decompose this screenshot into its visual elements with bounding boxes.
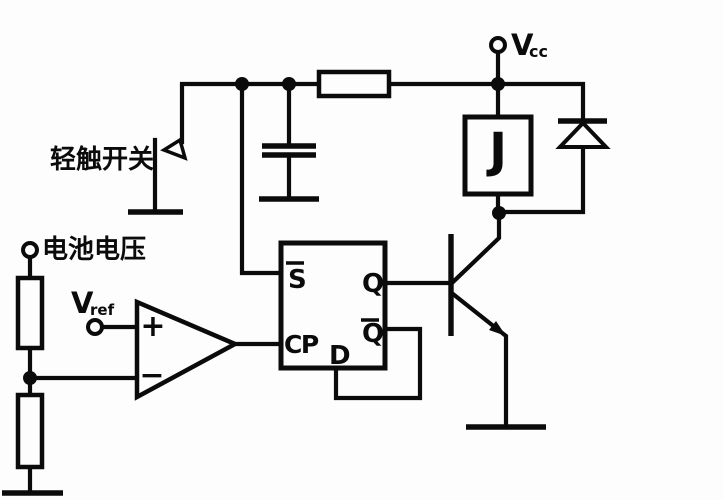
vcc-label: V cc (511, 28, 548, 62)
wire-diode-return (494, 143, 586, 215)
vref-label: V ref (71, 286, 115, 320)
resistor-divider-lower (15, 392, 45, 470)
pin-d-label: D (329, 341, 351, 371)
opamp-plus-label: + (140, 309, 165, 344)
vref-terminal-icon (86, 318, 104, 336)
opamp-minus-label: − (139, 358, 164, 393)
junction-dot (235, 77, 249, 91)
battery-terminal-icon (21, 241, 39, 259)
wire-collector (450, 210, 502, 285)
junction-dot (23, 371, 37, 385)
tact-switch-label: 轻触开关 (50, 145, 154, 175)
pin-cp-label: CP (284, 330, 319, 359)
resistor-divider-upper (15, 275, 45, 351)
opamp-triangle (134, 298, 241, 401)
junction-dot (282, 77, 296, 91)
junction-dot (491, 77, 505, 91)
pin-q-label: Q (362, 269, 384, 299)
battery-voltage-label: 电池电压 (42, 235, 146, 265)
pin-q-bar-label: Q (362, 319, 384, 349)
capacitor (262, 143, 316, 158)
wire-emitter (450, 291, 509, 430)
vcc-label-sub: cc (529, 42, 548, 61)
junction-dot (492, 206, 506, 220)
vref-label-sub: ref (90, 301, 115, 319)
vref-label-base: V (71, 286, 94, 320)
switch-arrow-icon (160, 137, 188, 161)
resistor-supply (316, 69, 392, 99)
diode (555, 118, 611, 149)
wire-qbar-feedback (333, 326, 423, 401)
vcc-label-base: V (511, 28, 534, 62)
vcc-terminal-icon (489, 36, 507, 54)
relay-box (462, 114, 534, 197)
wire-sbar-input (239, 81, 284, 276)
diode-triangle (555, 120, 611, 149)
relay-label: J (486, 123, 507, 179)
pin-s-bar-label: S (288, 265, 307, 295)
transistor-emitter-arrow-icon (489, 321, 506, 336)
transistor (448, 234, 506, 336)
